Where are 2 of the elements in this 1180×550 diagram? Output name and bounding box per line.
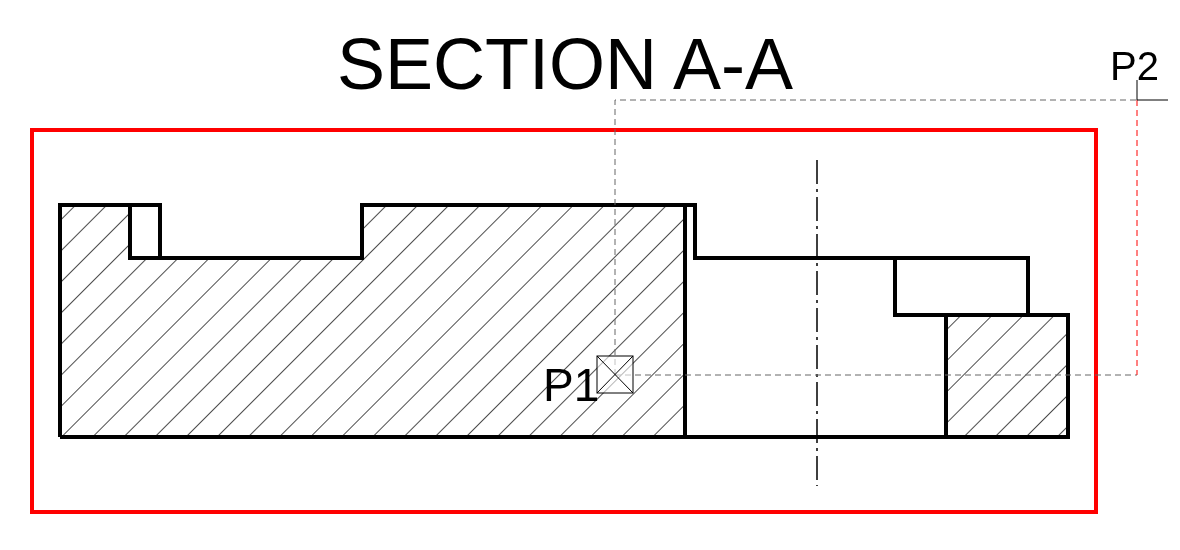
section-title: SECTION A-A bbox=[336, 28, 794, 100]
point-label: P2 bbox=[1110, 46, 1159, 86]
